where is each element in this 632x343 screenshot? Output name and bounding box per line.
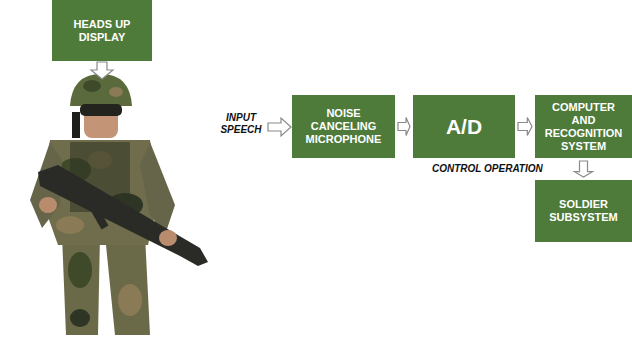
goggles xyxy=(80,104,122,116)
process-box: NOISE CANCELING MICROPHONE xyxy=(292,95,395,158)
hand xyxy=(39,197,57,213)
process-box: A/D xyxy=(413,95,515,158)
camo-blob xyxy=(68,252,92,288)
rifle-magazine xyxy=(90,205,109,230)
box-label: SOLDIER SUBSYSTEM xyxy=(540,198,627,224)
leg xyxy=(105,235,150,335)
box-label: HEADS UP DISPLAY xyxy=(57,18,147,44)
input-arrow xyxy=(268,118,291,136)
box-label: NOISE CANCELING MICROPHONE xyxy=(297,107,390,146)
hud-arrow xyxy=(91,62,113,79)
edge-label: CONTROL OPERATION xyxy=(432,163,543,175)
box-label: A/D xyxy=(446,115,482,139)
block-arrow xyxy=(575,161,593,177)
process-box: COMPUTER AND RECOGNITION SYSTEM xyxy=(535,95,632,158)
camo-blob xyxy=(118,284,142,316)
process-box: HEADS UP DISPLAY xyxy=(52,0,152,61)
camo-blob xyxy=(70,309,90,327)
input-label: INPUT SPEECH xyxy=(218,112,264,136)
camo-blob xyxy=(109,87,123,97)
block-arrow xyxy=(518,118,532,136)
camo-blob xyxy=(56,216,84,234)
rifle xyxy=(38,165,208,266)
camo-blob xyxy=(83,80,101,92)
hand xyxy=(159,230,177,246)
headset xyxy=(72,112,80,138)
leg xyxy=(62,235,100,335)
process-box: SOLDIER SUBSYSTEM xyxy=(535,180,632,242)
block-arrow xyxy=(398,118,410,136)
box-label: COMPUTER AND RECOGNITION SYSTEM xyxy=(540,101,627,153)
